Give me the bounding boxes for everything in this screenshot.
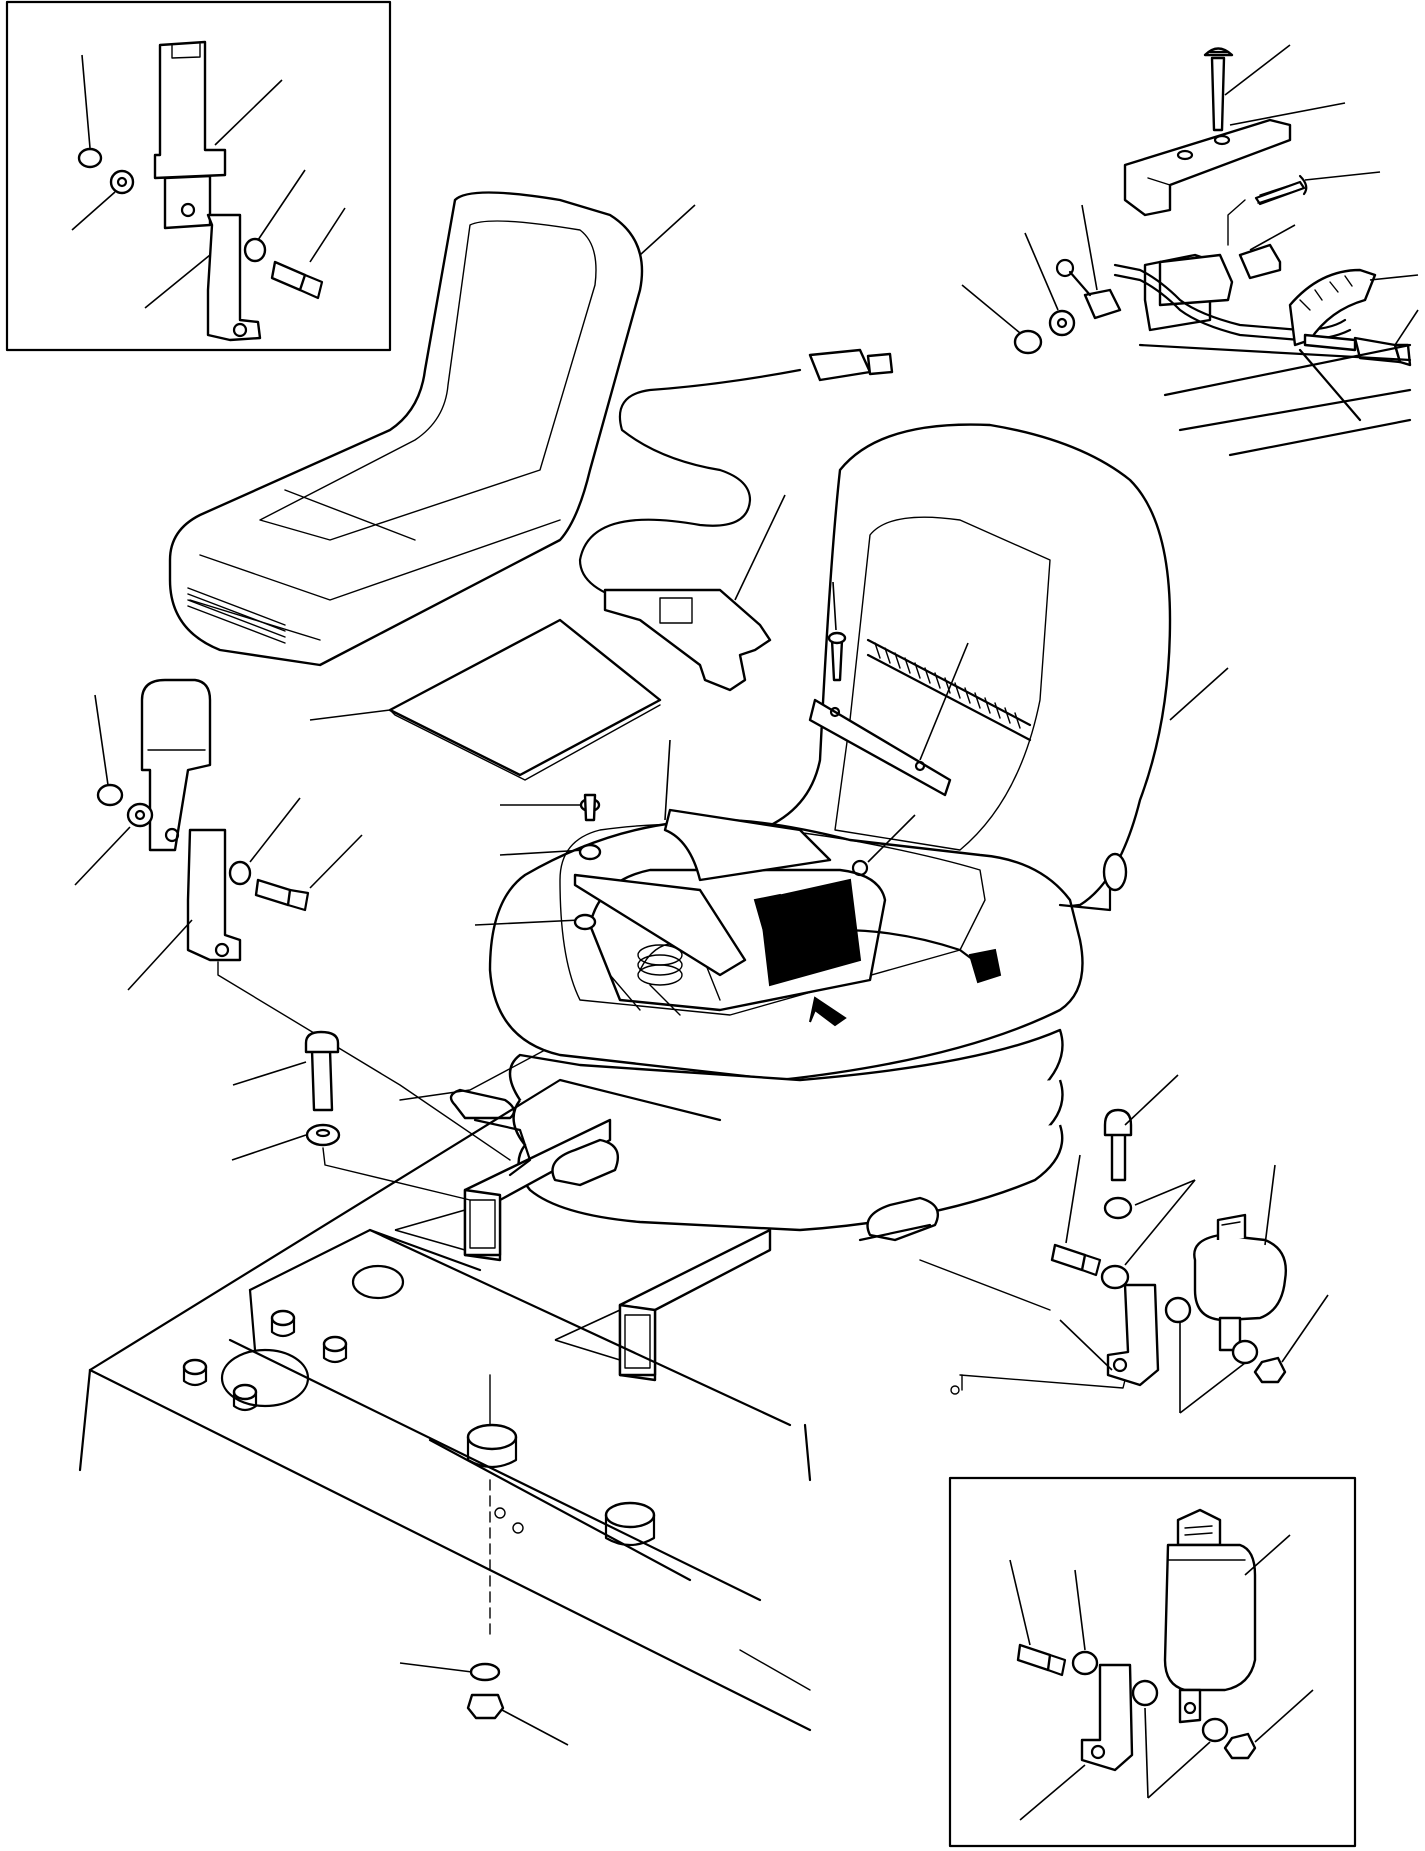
seat-pad <box>309 618 662 781</box>
washer <box>1201 1717 1229 1743</box>
nut <box>96 783 124 807</box>
pointer-arrow <box>809 996 847 1027</box>
washer <box>1164 1296 1192 1324</box>
washer <box>469 1662 501 1682</box>
nut <box>466 1693 505 1720</box>
mount-bracket <box>206 213 262 342</box>
buckle-strap-plate <box>163 174 212 230</box>
bolt <box>1050 1243 1087 1272</box>
retractor-inset-bottom-right <box>948 1476 1357 1848</box>
washer <box>1048 309 1076 337</box>
rail-bolt-left <box>231 1030 471 1201</box>
rubber-bosses <box>182 1309 656 1547</box>
washer <box>228 860 252 886</box>
mount-hole <box>220 1348 310 1408</box>
switch-bracket <box>603 494 786 692</box>
retractor-body <box>1193 1233 1287 1322</box>
bolt <box>254 878 292 907</box>
bolt <box>270 260 307 292</box>
seat-rails <box>394 1088 940 1382</box>
washer <box>1103 1196 1133 1220</box>
washer <box>243 237 267 263</box>
nut <box>1223 1732 1257 1760</box>
washer <box>1071 1650 1099 1676</box>
nut <box>1253 1356 1287 1384</box>
buckle-inset-top-left <box>5 0 392 352</box>
switch-bracket-inset <box>961 44 1419 457</box>
seat-switch-wire <box>578 348 894 612</box>
washer <box>1131 1679 1159 1707</box>
seat-cover <box>168 191 696 667</box>
main-seat <box>474 423 1229 1232</box>
machine-base <box>78 1078 812 1746</box>
washer <box>109 169 135 195</box>
cable-tie <box>1288 268 1377 347</box>
backrest-spring <box>866 638 1032 742</box>
nut <box>77 147 103 169</box>
retractor-cover <box>1163 1543 1257 1692</box>
mount-hole <box>351 1264 405 1300</box>
assembly-guide-lines <box>399 1049 546 1101</box>
right-seatbelt-retractor <box>919 1074 1329 1414</box>
washer <box>126 802 154 828</box>
bolt <box>1016 1643 1052 1672</box>
left-seatbelt-buckle <box>74 678 511 1161</box>
buckle-tongue <box>153 40 227 180</box>
backrest-lever-knob <box>1102 852 1128 892</box>
washer <box>1100 1264 1130 1290</box>
washer <box>1231 1339 1259 1365</box>
nut <box>1013 329 1043 355</box>
seat-vent-grille <box>187 587 286 644</box>
